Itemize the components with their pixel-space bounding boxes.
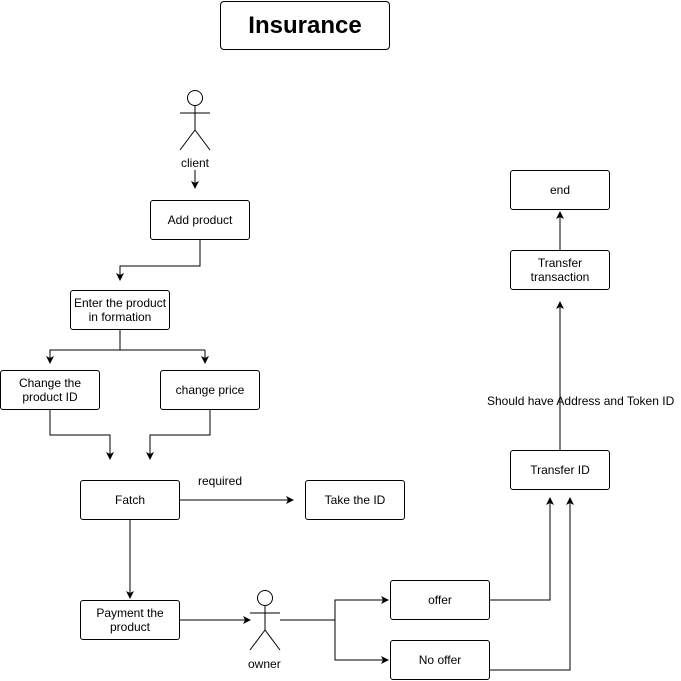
transfer-id-node[interactable]: Transfer ID [510,450,610,490]
required-edge-label: required [198,474,243,488]
client-actor-icon [179,90,211,151]
edge-change-id-to-fatch [49,410,114,460]
payment-node[interactable]: Payment the product [80,600,180,640]
owner-actor-icon [249,590,281,651]
edge-offer-to-transfer-id [490,497,554,601]
owner-label: owner [248,657,281,671]
end-node[interactable]: end [510,170,610,210]
edge-owner-to-no-offer [334,620,389,664]
edge-add-product-to-enter-info [116,240,201,281]
edge-no-offer-to-transfer-id [490,497,574,671]
change-price-node[interactable]: change price [160,370,260,410]
should-have-edge-label: Should have Address and Token ID [487,394,675,408]
edge-change-price-to-fatch [146,410,211,460]
transfer-tx-node[interactable]: Transfer transaction [510,250,610,290]
add-product-node[interactable]: Add product [150,200,250,240]
edge-owner-to-offer [334,596,389,660]
no-offer-node[interactable]: No offer [390,640,490,680]
offer-node[interactable]: offer [390,580,490,620]
diagram-title: Insurance [220,1,390,50]
enter-info-node[interactable]: Enter the product in formation [70,290,170,330]
edge-enter-info-to-change-id [46,349,205,364]
take-id-node[interactable]: Take the ID [305,480,405,520]
fatch-node[interactable]: Fatch [80,480,180,520]
client-label: client [181,156,210,170]
change-id-node[interactable]: Change the product ID [0,370,100,410]
